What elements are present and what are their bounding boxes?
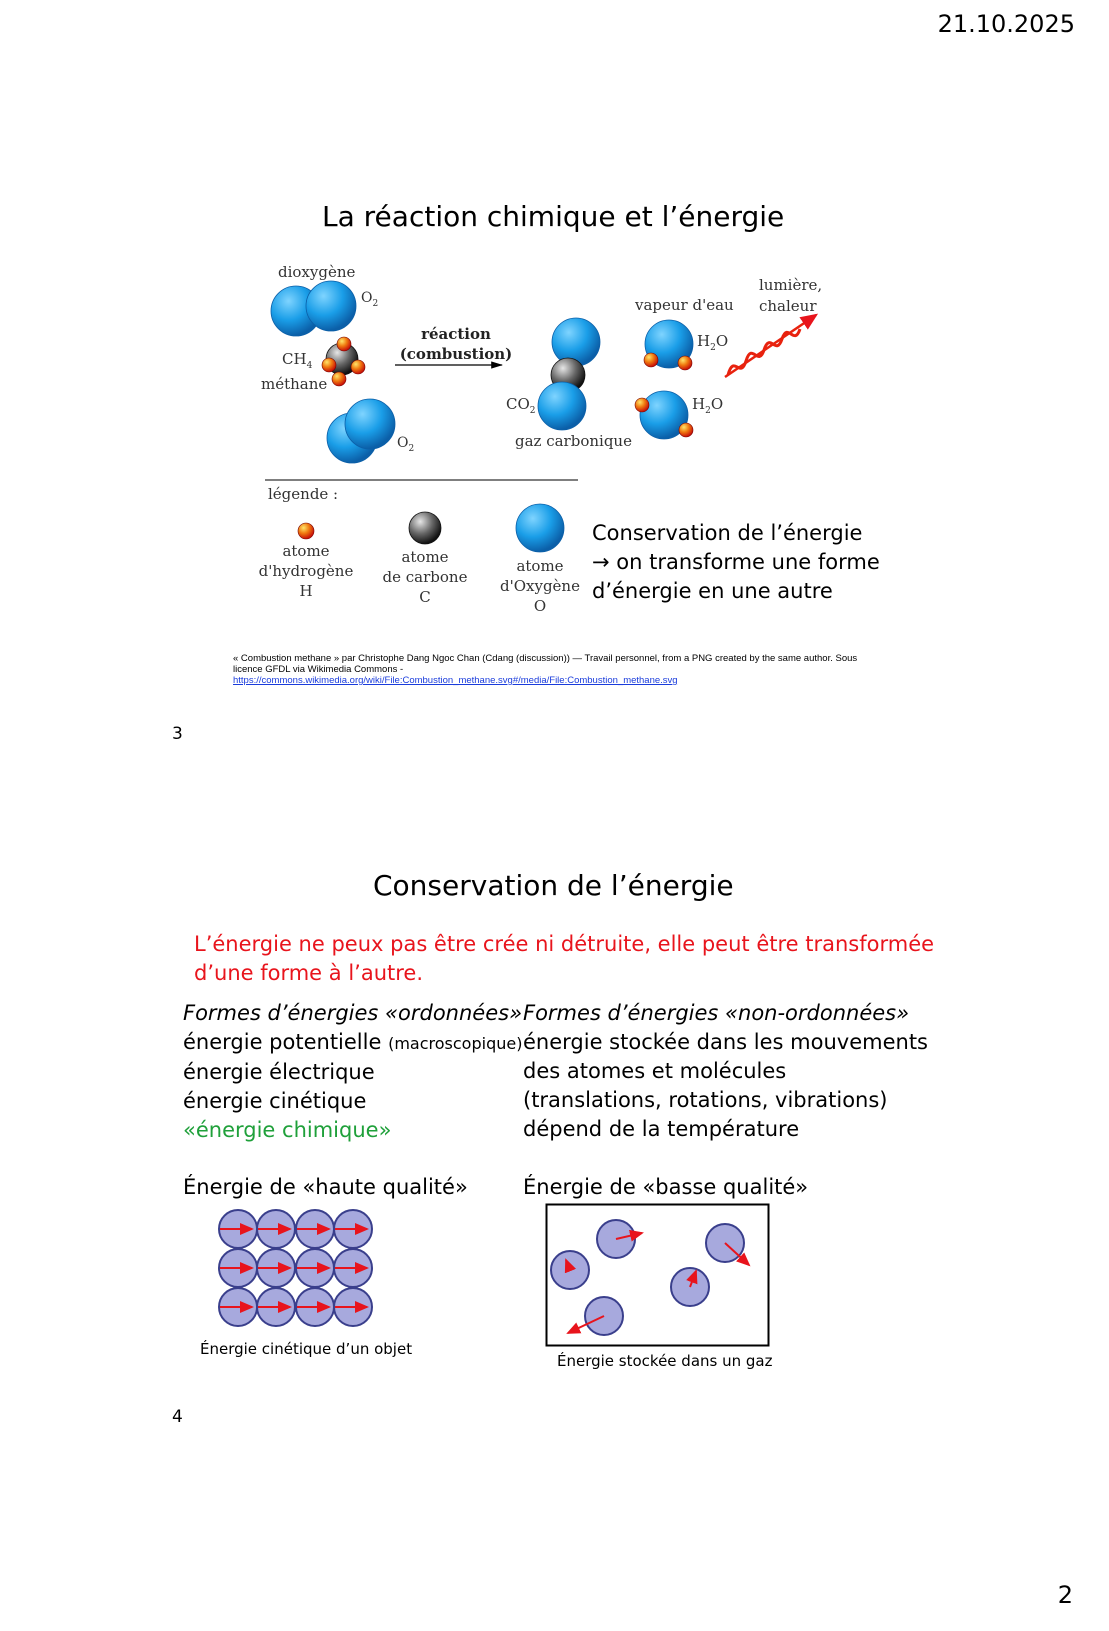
- gas-caption: Énergie stockée dans un gaz: [557, 1352, 773, 1370]
- label-o2-top: O2: [361, 290, 379, 309]
- label-chaleur: chaleur: [759, 297, 817, 315]
- label-h2o-top: H2O: [697, 332, 729, 353]
- label-co2: CO2: [506, 395, 536, 416]
- conservation-note: Conservation de l’énergie → on transform…: [592, 521, 880, 603]
- slide3-title: La réaction chimique et l’énergie: [322, 200, 785, 233]
- high-quality-label: Énergie de «haute qualité»: [183, 1175, 468, 1199]
- slide4-number: 4: [172, 1407, 183, 1427]
- legend-carbon-atom: [408, 511, 442, 545]
- slide3-number: 3: [172, 724, 183, 744]
- label-methane: méthane: [261, 375, 328, 393]
- ordered-heading: Formes d’énergies «ordonnées»: [183, 1001, 523, 1025]
- gas-velocity-arrow: [564, 1258, 577, 1274]
- conservation-statement: L’énergie ne peux pas être crée ni détru…: [194, 932, 935, 985]
- label-ch4: CH4: [282, 350, 313, 371]
- light-heat-wave-icon: [724, 313, 819, 379]
- label-gaz-carbonique: gaz carbonique: [515, 432, 632, 450]
- gas-velocity-arrow: [686, 1269, 698, 1288]
- label-dioxygene: dioxygène: [278, 263, 356, 281]
- gas-velocity-arrow: [724, 1242, 751, 1267]
- label-h2o-bottom: H2O: [692, 395, 724, 416]
- disordered-energy-list: Formes d’énergies «non-ordonnées» énergi…: [523, 1001, 928, 1141]
- ordered-particles-diagram: [218, 1209, 373, 1327]
- co2-molecule: [537, 317, 601, 431]
- label-lumiere: lumière,: [759, 276, 823, 294]
- label-legende: légende :: [268, 485, 339, 503]
- slide4-title: Conservation de l’énergie: [373, 869, 734, 902]
- gas-velocity-arrow: [615, 1229, 644, 1242]
- credit-link[interactable]: https://commons.wikimedia.org/wiki/File:…: [233, 675, 678, 686]
- gas-particles-diagram: [545, 1203, 770, 1347]
- low-quality-label: Énergie de «basse qualité»: [523, 1175, 809, 1199]
- h2o-molecule-top: [643, 319, 694, 371]
- ordered-energy-list: Formes d’énergies «ordonnées» énergie po…: [183, 1001, 523, 1142]
- ch4-molecule: [321, 336, 366, 387]
- legend-hydrogen-atom: [297, 522, 315, 540]
- gas-velocity-arrow: [566, 1315, 605, 1334]
- label-o2-bottom: O2: [397, 435, 415, 454]
- legend-oxygen-atom: [515, 503, 565, 553]
- combustion-methane-figure: [265, 280, 819, 553]
- o2-molecule-top: [270, 280, 357, 337]
- o2-molecule-bottom: [326, 398, 396, 464]
- disordered-heading: Formes d’énergies «non-ordonnées»: [523, 1001, 910, 1025]
- label-combustion: (combustion): [399, 345, 513, 363]
- h2o-molecule-bottom: [634, 390, 694, 440]
- document-date: 21.10.2025: [937, 10, 1075, 38]
- label-reaction: réaction: [421, 325, 491, 343]
- page-number: 2: [1057, 1581, 1073, 1609]
- image-credit: « Combustion methane » par Christophe Da…: [233, 653, 858, 686]
- label-vapeur-eau: vapeur d'eau: [635, 296, 734, 314]
- ordered-caption: Énergie cinétique d’un objet: [200, 1340, 413, 1358]
